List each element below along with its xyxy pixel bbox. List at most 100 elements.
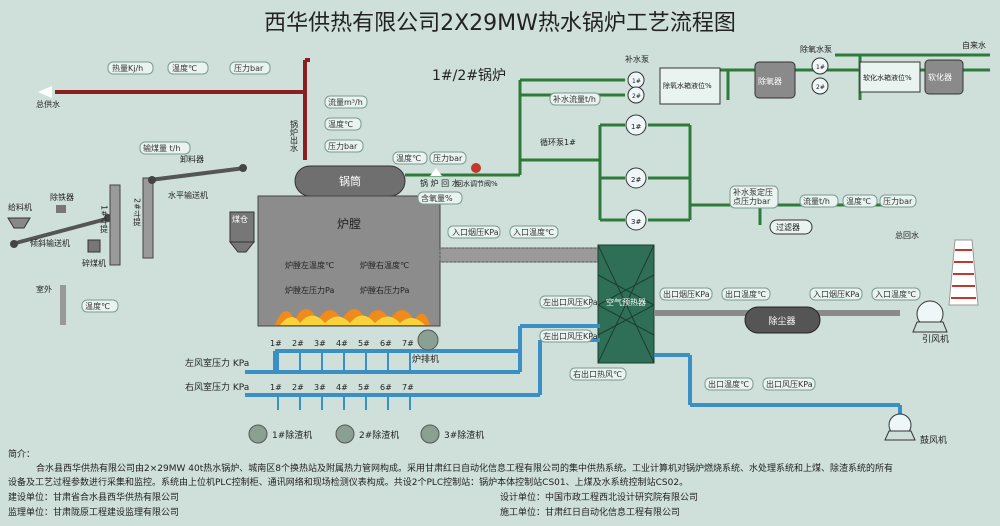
left-in-press-tag: 左出口风压KPa xyxy=(539,329,598,343)
flue-duct xyxy=(439,247,601,263)
svg-text:2#: 2# xyxy=(632,93,641,100)
fd-fan: 鼓风机 xyxy=(884,413,947,446)
svg-text:室外: 室外 xyxy=(36,284,52,294)
supervisor-label: 监理单位： xyxy=(8,508,54,518)
svg-text:3#除渣机: 3#除渣机 xyxy=(444,429,484,441)
water-pipes xyxy=(405,53,990,225)
svg-text:出口烟压KPa: 出口烟压KPa xyxy=(663,289,710,299)
svg-text:压力bar: 压力bar xyxy=(883,196,913,206)
svg-text:热量Kj/h: 热量Kj/h xyxy=(112,63,143,73)
conveyor-qty-tag: 输煤量 t/h xyxy=(139,141,191,155)
svg-text:炉膛: 炉膛 xyxy=(337,217,361,231)
deaerator-pump-1: 1# xyxy=(811,57,829,75)
svg-text:锅筒: 锅筒 xyxy=(339,174,361,188)
circ-pump-3: 3# xyxy=(625,209,647,231)
svg-text:5#: 5# xyxy=(358,339,370,348)
svg-text:右出口热风℃: 右出口热风℃ xyxy=(573,369,622,379)
fd-out-temp-tag: 出口温度℃ xyxy=(704,377,754,391)
page-title: 西华供热有限公司2X29MW热水锅炉工艺流程图 xyxy=(264,11,736,36)
svg-text:温度℃: 温度℃ xyxy=(85,301,110,311)
circ-pump-1: 1# xyxy=(625,114,647,136)
svg-text:压力bar: 压力bar xyxy=(328,141,358,151)
builder-label: 建设单位： xyxy=(8,493,54,503)
left-wind-label: 左风室压力 KPa xyxy=(185,357,249,369)
makeup-pump-2: 2# xyxy=(627,86,645,104)
outlet-press-tag: 压力bar xyxy=(324,139,364,153)
svg-text:1#: 1# xyxy=(631,123,641,131)
svg-text:1#除渣机: 1#除渣机 xyxy=(272,429,312,441)
makeup-pump-1: 1# xyxy=(627,71,645,89)
return-temp-tag: 温度℃ xyxy=(392,151,428,165)
furnace: 炉膛 炉膛左温度℃ 炉膛右温度℃ 炉膛左压力Pa 炉膛右压力Pa xyxy=(257,195,441,327)
deaerator-pump-label: 除氧水泵 xyxy=(800,44,832,54)
builder-value: 甘肃省合水县西华供热有限公司 xyxy=(53,493,180,503)
svg-text:6#: 6# xyxy=(380,383,392,392)
svg-text:水平输送机: 水平输送机 xyxy=(168,190,208,200)
return-press-tag: 压力bar xyxy=(429,151,467,165)
supervisor-value: 甘肃陇原工程建设监理有限公司 xyxy=(53,508,180,518)
air-preheater: 空气预热器 xyxy=(597,244,655,364)
svg-text:炉膛右压力Pa: 炉膛右压力Pa xyxy=(360,285,409,295)
contractor-value: 甘肃红日自动化信息工程有限公司 xyxy=(545,508,681,518)
supply-arrow-icon xyxy=(38,86,52,98)
svg-text:补水流量t/h: 补水流量t/h xyxy=(553,94,596,104)
svg-text:入口烟压KPa: 入口烟压KPa xyxy=(813,290,860,299)
left-out-press-tag: 左出口风压KPa xyxy=(539,295,598,309)
supply-heat-tag: 热量Kj/h xyxy=(107,61,154,75)
svg-text:2#: 2# xyxy=(292,383,304,392)
svg-text:温度℃: 温度℃ xyxy=(846,196,871,206)
in-temp2-tag: 入口温度℃ xyxy=(871,287,921,301)
svg-text:引风机: 引风机 xyxy=(922,333,949,345)
svg-text:7#: 7# xyxy=(402,383,414,392)
out-flue-press-tag: 出口烟压KPa xyxy=(659,287,713,301)
svg-text:除氧水箱液位%: 除氧水箱液位% xyxy=(663,81,712,90)
bucket-lift-2: 2#斗提 xyxy=(133,177,154,259)
svg-text:炉膛右温度℃: 炉膛右温度℃ xyxy=(360,260,409,270)
deaerator: 除氧器 xyxy=(754,61,796,99)
svg-text:2#: 2# xyxy=(292,339,304,348)
svg-text:回水调节阀%: 回水调节阀% xyxy=(456,179,498,188)
supply-label: 总供水 xyxy=(36,99,60,109)
in-flue-temp-tag: 入口温度℃ xyxy=(509,225,559,239)
boiler-return-label: 锅 炉 回 水 xyxy=(420,178,460,188)
svg-text:1#: 1# xyxy=(816,64,825,71)
left-chamber-labels: 1#2# 3#4# 5#6# 7# xyxy=(270,339,414,348)
contractor-label: 施工单位： xyxy=(500,508,546,518)
svg-text:温度℃: 温度℃ xyxy=(172,63,197,73)
svg-text:软化器: 软化器 xyxy=(928,72,952,82)
svg-text:7#: 7# xyxy=(402,339,414,348)
right-wind-label: 右风室压力 KPa xyxy=(185,381,249,393)
unloader: 卸料器 xyxy=(180,154,204,164)
svg-text:炉膛左压力Pa: 炉膛左压力Pa xyxy=(285,285,334,295)
svg-text:左出口风压KPa: 左出口风压KPa xyxy=(543,297,598,307)
circ-pump-2: 2# xyxy=(625,167,647,189)
softener: 软化器 xyxy=(924,59,964,95)
svg-text:左出口风压KPa: 左出口风压KPa xyxy=(543,331,598,341)
svg-text:卸料器: 卸料器 xyxy=(180,154,204,164)
svg-text:流量t/h: 流量t/h xyxy=(803,196,830,206)
svg-text:倾斜输送机: 倾斜输送机 xyxy=(30,238,70,248)
svg-text:温度℃: 温度℃ xyxy=(396,153,421,163)
svg-text:2#斗提: 2#斗提 xyxy=(133,198,142,227)
svg-text:2#: 2# xyxy=(631,176,641,184)
svg-text:出口温度℃: 出口温度℃ xyxy=(708,379,749,389)
deox-tank: 除氧水箱液位% xyxy=(659,67,721,105)
outlet-flow-tag: 流量m³/h xyxy=(324,95,368,109)
svg-text:5#: 5# xyxy=(358,383,370,392)
svg-text:鼓风机: 鼓风机 xyxy=(920,434,947,445)
rw-temp-tag: 温度℃ xyxy=(842,194,878,208)
svg-text:压力bar: 压力bar xyxy=(234,63,264,73)
svg-text:软化水箱液位%: 软化水箱液位% xyxy=(863,73,912,82)
intro-paragraph-2: 设备及工艺过程参数进行采集和监控。系统由上位机PLC控制柜、通讯网络和现场检测仪… xyxy=(8,478,689,488)
svg-text:输煤量 t/h: 输煤量 t/h xyxy=(143,143,180,153)
id-fan: 引风机 xyxy=(912,300,949,345)
svg-text:含氧量%: 含氧量% xyxy=(421,193,453,203)
svg-text:炉排机: 炉排机 xyxy=(412,353,439,365)
return-valve: 回水调节阀% xyxy=(456,163,498,188)
svg-text:1#: 1# xyxy=(270,383,282,392)
out-flue-temp-tag: 出口温度℃ xyxy=(721,287,771,301)
svg-text:4#: 4# xyxy=(336,383,348,392)
svg-text:除氧器: 除氧器 xyxy=(758,76,782,86)
svg-text:入口温度℃: 入口温度℃ xyxy=(875,289,916,299)
svg-text:除铁器: 除铁器 xyxy=(50,192,74,202)
